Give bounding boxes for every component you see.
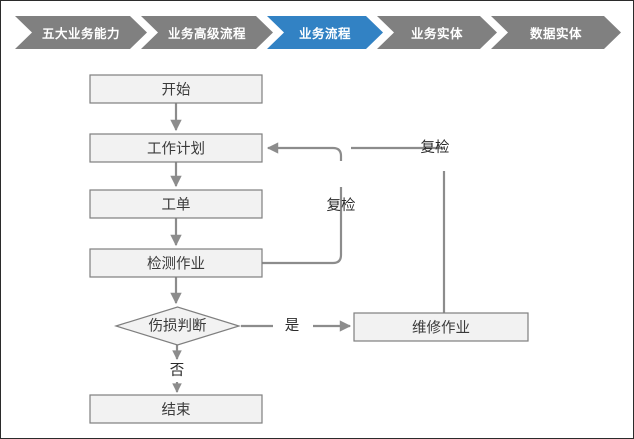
node-repair-task[interactable]: 维修作业 xyxy=(353,312,529,342)
node-damage-decision[interactable]: 伤损判断 xyxy=(113,306,242,346)
breadcrumb-item-label: 业务流程 xyxy=(298,26,351,41)
node-inspection-task[interactable]: 检测作业 xyxy=(89,248,263,278)
edge-label-yes: 是 xyxy=(285,318,300,334)
node-work-order[interactable]: 工单 xyxy=(89,189,263,219)
nodes: 开始 工作计划 工单 检测作业 伤损判断 xyxy=(89,74,529,424)
edge-label-recheck-outer: 复检 xyxy=(421,138,450,156)
node-damage-decision-label: 伤损判断 xyxy=(149,318,207,335)
node-repair-task-label: 维修作业 xyxy=(412,320,470,337)
breadcrumb-item-label: 业务高级流程 xyxy=(167,26,246,41)
edge-label-no: 否 xyxy=(170,363,185,379)
chevron-icon xyxy=(141,16,273,49)
node-work-plan[interactable]: 工作计划 xyxy=(89,133,263,163)
chevron-icon xyxy=(377,16,497,49)
breadcrumb-item-1[interactable]: 五大业务能力 xyxy=(15,16,147,49)
breadcrumb-item-5[interactable]: 数据实体 xyxy=(491,16,621,49)
edge-recheck-into-plan xyxy=(266,142,343,161)
breadcrumb-item-label: 业务实体 xyxy=(410,26,463,41)
breadcrumb: 五大业务能力 业务高级流程 业务流程 业务实体 数据实体 xyxy=(1,16,633,49)
breadcrumb-item-label: 五大业务能力 xyxy=(41,26,120,41)
breadcrumb-item-label: 数据实体 xyxy=(529,26,582,41)
edge-labels: 复检 复检 是 否 xyxy=(170,138,450,379)
node-end[interactable]: 结束 xyxy=(89,394,263,424)
chevron-icon xyxy=(267,16,383,49)
node-work-plan-label: 工作计划 xyxy=(147,141,205,158)
node-start-label: 开始 xyxy=(162,82,191,99)
node-inspection-task-label: 检测作业 xyxy=(147,256,205,273)
chevron-icon xyxy=(15,16,147,49)
edge-inspect-recheck-loop xyxy=(262,187,343,265)
connectors xyxy=(170,103,446,393)
breadcrumb-item-4[interactable]: 业务实体 xyxy=(377,16,497,49)
node-end-label: 结束 xyxy=(162,402,191,419)
breadcrumb-item-2[interactable]: 业务高级流程 xyxy=(141,16,273,49)
edge-label-recheck-inner: 复检 xyxy=(327,196,356,214)
node-work-order-label: 工单 xyxy=(162,197,191,214)
node-start[interactable]: 开始 xyxy=(89,74,263,104)
breadcrumb-item-3[interactable]: 业务流程 xyxy=(267,16,383,49)
chevron-icon xyxy=(491,16,621,49)
